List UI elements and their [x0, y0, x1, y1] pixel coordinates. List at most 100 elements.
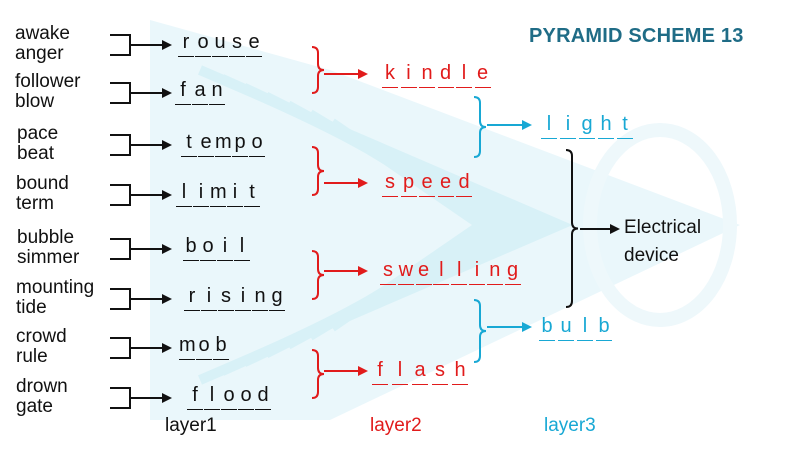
letter-slot	[541, 138, 557, 139]
final-arrow-head	[610, 224, 620, 234]
layer2-curly-bracket-4	[311, 349, 325, 399]
answer-letter: e	[200, 131, 212, 153]
clue-bracket-5	[110, 238, 138, 260]
answer-letter: s	[385, 171, 395, 193]
letter-slot	[419, 87, 435, 88]
answer-letter: o	[240, 384, 252, 406]
letter-slot	[456, 196, 472, 197]
clue-word-7: bound	[16, 173, 69, 194]
clue-word-9: bubble	[17, 227, 75, 248]
answer-letter: k	[385, 62, 395, 84]
clue-arrow-2-head	[162, 88, 172, 98]
final-curly-bracket	[565, 149, 579, 308]
clue-arrow-8-head	[162, 393, 172, 403]
letter-slot	[200, 260, 216, 261]
letter-slot	[433, 284, 450, 285]
letter-slot	[596, 340, 612, 341]
answer-letter: i	[565, 113, 571, 135]
answer-letter: l	[582, 315, 588, 337]
layer2-arrow-4-head	[358, 366, 368, 376]
clue-word-14: rule	[16, 346, 48, 367]
clue-word-6: beat	[17, 143, 54, 164]
answer-letter: h	[454, 359, 466, 381]
answer-letter: g	[271, 285, 283, 307]
letter-slot	[229, 56, 245, 57]
watermark-shape	[150, 20, 740, 420]
answer-letter: e	[476, 62, 489, 84]
answer-letter: i	[240, 285, 246, 307]
answer-letter: l	[546, 113, 552, 135]
clue-word-10: simmer	[17, 247, 80, 268]
answer-letter: m	[179, 334, 196, 356]
answer-letter: b	[185, 235, 197, 257]
letter-slot	[400, 87, 417, 88]
answer-letter: b	[215, 334, 227, 356]
answer-letter: r	[188, 285, 196, 307]
letter-slot	[372, 384, 388, 385]
letter-slot	[196, 359, 212, 360]
letter-slot	[252, 310, 268, 311]
answer-letter: m	[215, 131, 232, 153]
clue-word-2: anger	[15, 43, 64, 64]
layer3-arrow-1-head	[522, 120, 532, 130]
letter-slot	[380, 284, 396, 285]
answer-letter: d	[458, 171, 470, 193]
letter-slot	[382, 196, 398, 197]
answer-letter: s	[383, 259, 393, 281]
letter-slot	[577, 340, 593, 341]
clue-word-4: blow	[15, 91, 55, 112]
clue-word-5: pace	[17, 123, 59, 144]
letter-slot	[218, 310, 234, 311]
clue-word-12: tide	[16, 297, 47, 318]
layer2-label: layer2	[370, 415, 422, 436]
answer-letter: d	[257, 384, 269, 406]
letter-slot	[412, 384, 428, 385]
answer-letter: o	[202, 235, 214, 257]
letter-slot	[238, 409, 254, 410]
clue-word-11: mounting	[16, 277, 95, 298]
letter-slot	[181, 156, 197, 157]
answer-letter: i	[222, 235, 228, 257]
letter-slot	[560, 138, 576, 139]
letter-slot	[210, 206, 226, 207]
answer-letter: m	[210, 181, 227, 203]
answer-letter: i	[198, 181, 204, 203]
letter-slot	[249, 156, 265, 157]
answer-letter: o	[223, 384, 235, 406]
answer-letter: f	[377, 359, 383, 381]
layer3-curly-bracket-1	[473, 96, 487, 158]
letter-slot	[183, 260, 199, 261]
clue-bracket-3	[110, 134, 138, 156]
answer-letter: d	[439, 62, 452, 84]
answer-letter: e	[248, 31, 260, 53]
letter-slot	[382, 87, 398, 88]
answer-letter: l	[456, 259, 462, 281]
letter-slot	[419, 196, 435, 197]
letter-slot	[558, 340, 574, 341]
letter-slot	[175, 104, 191, 105]
answer-letter: p	[402, 171, 415, 193]
layer2-arrow-2-head	[358, 178, 368, 188]
puzzle-title: PYRAMID SCHEME 13	[529, 25, 744, 47]
letter-slot	[234, 260, 250, 261]
answer-letter: h	[600, 113, 612, 135]
letter-slot	[415, 284, 432, 285]
letter-slot	[193, 206, 209, 207]
clue-word-8: term	[16, 193, 54, 214]
clue-arrow-6-head	[162, 294, 172, 304]
letter-slot	[213, 359, 229, 360]
answer-letter: s	[221, 285, 231, 307]
answer-letter: n	[254, 285, 266, 307]
letter-slot	[579, 138, 595, 139]
letter-slot	[474, 87, 491, 88]
layer3-label: layer3	[544, 415, 596, 436]
letter-slot	[215, 156, 231, 157]
answer-letter: e	[439, 171, 452, 193]
letter-slot	[432, 384, 448, 385]
clue-bracket-7	[110, 337, 138, 359]
answer-letter: a	[414, 359, 426, 381]
layer3-curly-bracket-2	[473, 299, 487, 363]
letter-slot	[178, 56, 194, 57]
letter-slot	[212, 56, 228, 57]
